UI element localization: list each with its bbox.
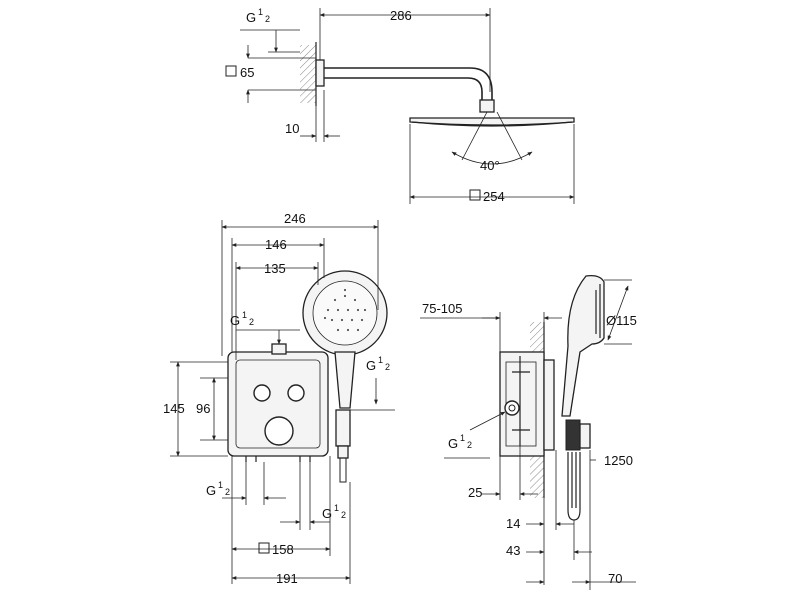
width-135-label: 135	[264, 261, 286, 276]
arm-length-label: 286	[390, 8, 412, 23]
shower-arm-view: 40° 286 G 1 2 65 10 254	[225, 7, 575, 204]
spray-angle-label: 40°	[480, 158, 500, 173]
width-146-label: 146	[265, 237, 287, 252]
height-96-label: 96	[196, 401, 210, 416]
total-width-label: 246	[284, 211, 306, 226]
arm-joint	[479, 99, 495, 113]
side-connection	[504, 400, 520, 416]
svg-text:G: G	[448, 436, 458, 451]
svg-text:2: 2	[249, 317, 254, 327]
box-size-label: 158	[272, 542, 294, 557]
svg-text:2: 2	[265, 14, 270, 24]
svg-text:G: G	[322, 506, 332, 521]
svg-text:2: 2	[467, 440, 472, 450]
control-button-left	[253, 384, 271, 402]
front-right-thread-label: G 1 2	[366, 355, 390, 373]
svg-text:1: 1	[334, 503, 339, 513]
depth-25-label: 25	[468, 485, 482, 500]
depth-range-label: 75-105	[422, 301, 462, 316]
depth-70-label: 70	[608, 571, 622, 586]
svg-text:G: G	[366, 358, 376, 373]
svg-text:2: 2	[225, 487, 230, 497]
depth-14-label: 14	[506, 516, 520, 531]
side-view: 75-105 Ø115 1250 G 1 2 25 14 43	[420, 274, 637, 590]
side-hose	[567, 452, 581, 521]
front-bottom-left-thread-label: G 1 2	[206, 480, 230, 498]
svg-text:2: 2	[385, 362, 390, 372]
head-size-label: 254	[483, 189, 505, 204]
svg-text:1: 1	[460, 433, 465, 443]
hose-outlet	[335, 409, 351, 447]
svg-text:1: 1	[242, 310, 247, 320]
control-button-right	[287, 384, 305, 402]
svg-text:1: 1	[258, 7, 263, 17]
width-191-label: 191	[276, 571, 298, 586]
flange-depth-label: 10	[285, 121, 299, 136]
hand-shower-diameter-label: Ø115	[606, 313, 637, 328]
wall-flange	[315, 59, 325, 87]
svg-text:G: G	[230, 313, 240, 328]
front-top-thread-label: G 1 2	[230, 310, 254, 328]
side-holder	[565, 419, 581, 451]
temperature-knob	[264, 416, 294, 446]
svg-text:G: G	[206, 483, 216, 498]
front-bottom-right-thread-label: G 1 2	[322, 503, 346, 521]
hose-length-label: 1250	[604, 453, 633, 468]
svg-text:1: 1	[218, 480, 223, 490]
height-145-label: 145	[163, 401, 185, 416]
spray-nozzles	[323, 288, 367, 332]
wall-hatch	[300, 45, 316, 103]
hand-shower-handle	[334, 351, 356, 409]
shower-arm	[324, 67, 493, 100]
svg-text:G: G	[246, 10, 256, 25]
top-thread-label: G 1 2	[246, 7, 270, 25]
front-view: 246 146 135 G 1 2 G 1 2	[163, 211, 395, 586]
svg-text:1: 1	[378, 355, 383, 365]
svg-text:2: 2	[341, 510, 346, 520]
side-thread-label: G 1 2	[448, 433, 472, 451]
flange-size-label: 65	[240, 65, 254, 80]
depth-43-label: 43	[506, 543, 520, 558]
side-hand-shower	[561, 274, 605, 417]
